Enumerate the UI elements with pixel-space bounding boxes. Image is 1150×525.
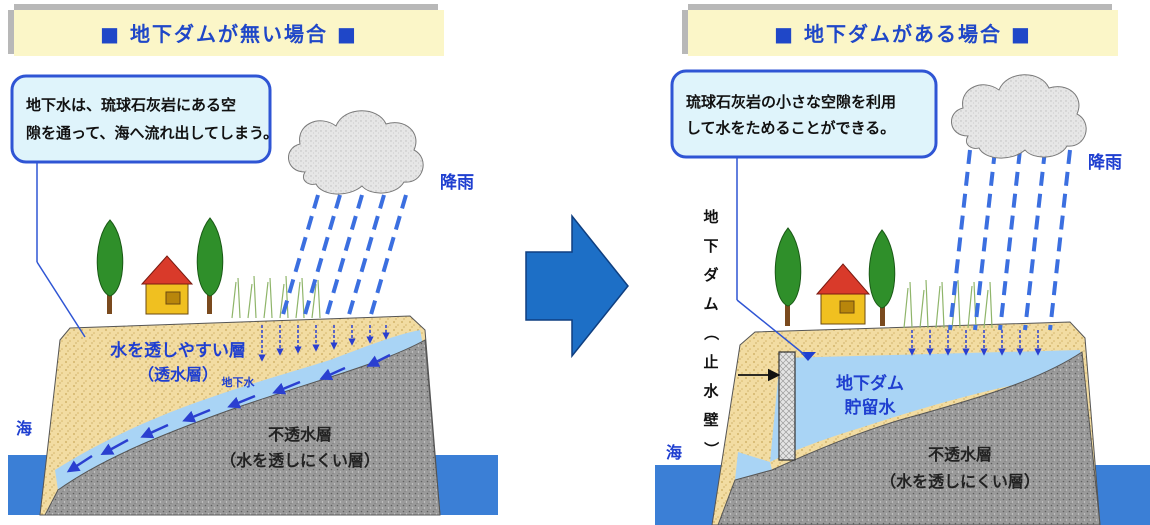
left-callout-line-1: 地下水は、琉球石灰岩にある空 xyxy=(26,96,236,114)
right-cloud xyxy=(951,74,1087,159)
right-impermeable-label-2: （水を透しにくい層） xyxy=(880,472,1040,491)
right-tree-1 xyxy=(774,227,802,326)
right-callout-line-1: 琉球石灰岩の小さな空隙を利用 xyxy=(686,93,896,111)
right-rain-label: 降雨 xyxy=(1088,152,1122,173)
left-house xyxy=(140,255,194,315)
right-dam-vertical-char: （ xyxy=(702,325,720,340)
left-impermeable-layer xyxy=(44,339,441,516)
right-title-banner: ■ 地下ダムがある場合 ■ xyxy=(682,4,1118,56)
right-rain xyxy=(948,149,1072,331)
right-dam-vertical-char: 地 xyxy=(703,208,718,226)
left-callout: 地下水は、琉球石灰岩にある空 隙を通って、海へ流れ出してしまう。 xyxy=(10,74,278,338)
left-title-background xyxy=(14,10,444,56)
left-permeable-label-2: （透水層） xyxy=(138,365,218,384)
right-infiltration-arrows xyxy=(908,330,1042,356)
left-impermeable-label-1: 不透水層 xyxy=(268,425,332,444)
left-tree-2 xyxy=(196,217,224,314)
left-title-banner: ■ 地下ダムが無い場合 ■ xyxy=(8,4,444,56)
right-callout-line-2: して水をためることができる。 xyxy=(686,119,895,137)
right-seaward-water xyxy=(735,452,772,480)
left-rain xyxy=(280,194,408,319)
left-infiltration-arrows xyxy=(258,325,390,362)
right-dam-vertical-label: 地下ダム（止水壁）地下ダム（止水壁） xyxy=(702,208,720,457)
right-dam-vertical-char: ダ xyxy=(703,266,718,284)
right-callout: 琉球石灰岩の小さな空隙を利用 して水をためることができる。 xyxy=(670,69,938,356)
right-dam-vertical-char: 水 xyxy=(703,382,719,400)
right-reservoir-label-1: 地下ダム xyxy=(836,373,904,394)
left-title: ■ 地下ダムが無い場合 ■ xyxy=(100,22,358,46)
right-title-background xyxy=(688,10,1118,56)
right-dam-vertical-char: 壁 xyxy=(703,411,718,429)
right-house xyxy=(815,263,871,325)
left-sea-label: 海 xyxy=(16,419,32,438)
left-callout-line-2: 隙を通って、海へ流れ出してしまう。 xyxy=(26,124,278,142)
right-tree-2 xyxy=(868,229,896,326)
left-groundwater-label: 地下水 xyxy=(222,375,256,389)
right-impermeable-label-1: 不透水層 xyxy=(928,445,992,464)
left-cloud xyxy=(288,110,424,195)
left-rain-label: 降雨 xyxy=(440,172,474,193)
right-sea-label: 海 xyxy=(666,443,682,462)
left-impermeable-label-2: （水を透しにくい層） xyxy=(220,451,380,470)
right-impermeable-layer xyxy=(717,351,1101,525)
left-groundwater-arrows xyxy=(66,353,391,473)
right-reservoir-label-2: 貯留水 xyxy=(845,397,897,418)
right-reservoir-water xyxy=(770,350,1082,462)
transition-arrow-icon xyxy=(525,213,629,359)
left-panel: ■ 地下ダムが無い場合 ■ xyxy=(8,4,498,516)
right-cutoff-wall xyxy=(778,351,796,461)
right-panel: ■ 地下ダムがある場合 ■ xyxy=(655,4,1150,525)
left-grass xyxy=(231,275,321,319)
left-permeable-label-1: 水を透しやすい層 xyxy=(110,340,246,361)
right-dam-vertical-char: 下 xyxy=(703,237,718,255)
right-dam-vertical-char: ） xyxy=(702,441,720,456)
right-dam-vertical-char: ム xyxy=(703,295,718,313)
right-dam-vertical-char: 止 xyxy=(703,353,718,371)
left-tree-1 xyxy=(96,219,124,314)
right-title: ■ 地下ダムがある場合 ■ xyxy=(774,22,1032,46)
